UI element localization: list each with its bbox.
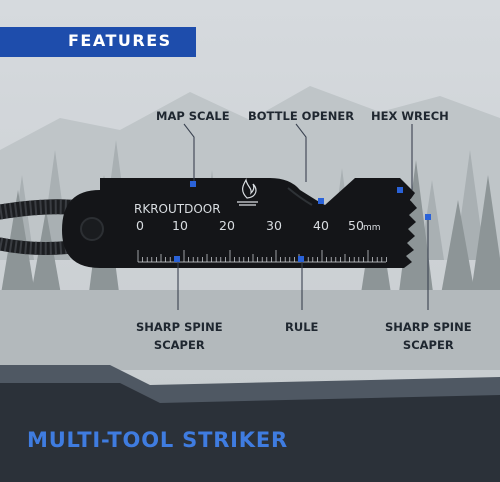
sharp-spine-left-line-2: SCAPER: [153, 338, 205, 352]
sharp-spine-left-line-1: SHARP SPINE: [136, 320, 223, 334]
map-scale-marker: [190, 181, 196, 187]
flame-logo-icon: [237, 178, 258, 206]
ruler-number-0: 0: [136, 218, 144, 233]
hex-wrench-marker: [397, 187, 403, 193]
features-banner: [0, 27, 196, 57]
ruler-number-30: 30: [266, 218, 282, 233]
sharp-spine-right-marker: [425, 214, 431, 220]
bottom-panel: [0, 365, 500, 482]
ruler-number-20: 20: [219, 218, 235, 233]
lanyard-hole: [80, 217, 104, 241]
features-heading: FEATURES: [68, 31, 172, 50]
sharp-spine-right-line-1: SHARP SPINE: [385, 320, 472, 334]
ruler-number-40: 40: [313, 218, 329, 233]
tool-body: [62, 178, 417, 268]
hex-wrench-label: HEX WRECH: [371, 109, 449, 123]
brand-name: RKROUTDOOR: [134, 202, 221, 216]
sharp-spine-left-marker: [174, 256, 180, 262]
sharp-spine-right-line-2: SCAPER: [402, 338, 454, 352]
map-scale-label: MAP SCALE: [156, 109, 230, 123]
ruler-unit: mm: [363, 223, 381, 233]
ruler-number-10: 10: [172, 218, 188, 233]
bottle-opener-marker: [318, 198, 324, 204]
footer-title: MULTI-TOOL STRIKER: [27, 428, 288, 452]
bottle-opener-label: BOTTLE OPENER: [248, 109, 355, 123]
sharp-spine-right-label: SHARP SPINE SCAPER: [385, 318, 472, 354]
ruler-number-50: 50: [348, 218, 364, 233]
rule-label: RULE: [285, 320, 319, 334]
rule-marker: [298, 256, 304, 262]
sharp-spine-left-label: SHARP SPINE SCAPER: [136, 318, 223, 354]
